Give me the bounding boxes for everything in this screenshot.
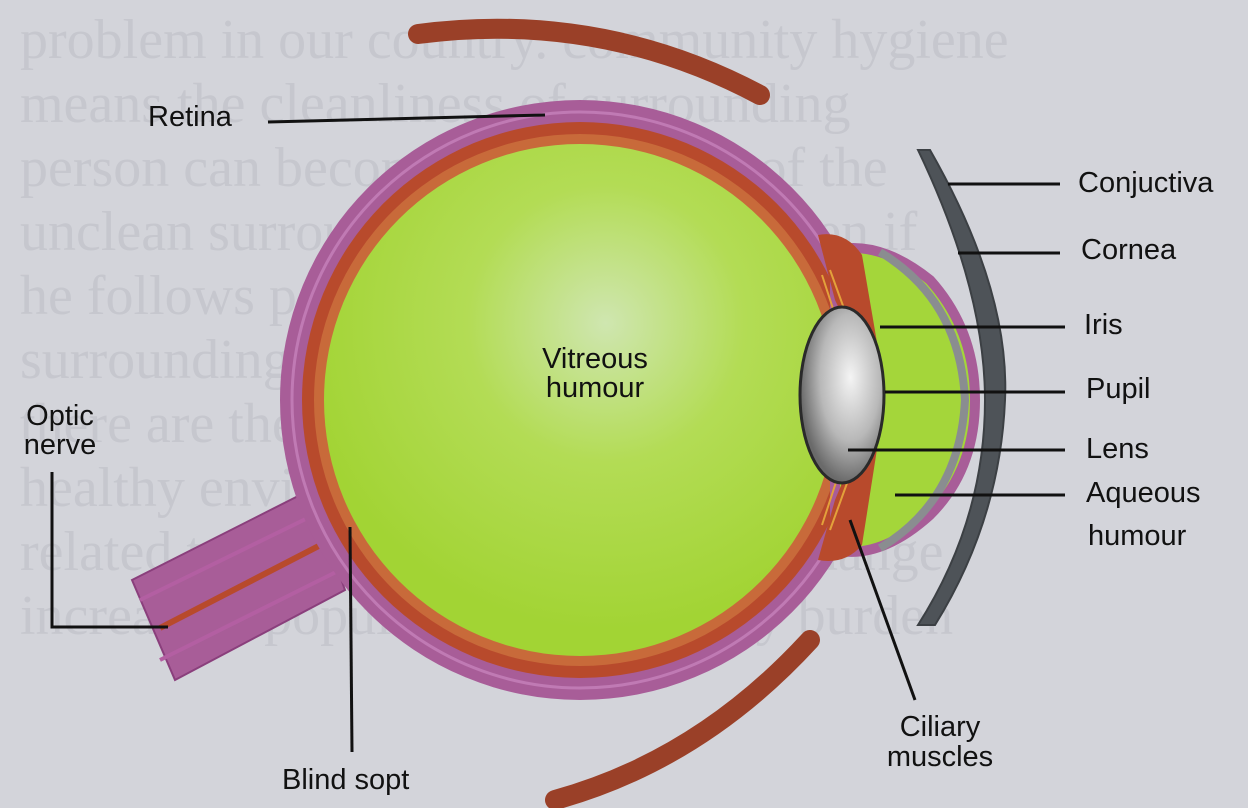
- label-pupil: Pupil: [1086, 374, 1151, 405]
- label-blind-spot: Blind sopt: [282, 765, 409, 796]
- label-retina: Retina: [148, 102, 232, 133]
- label-vitreous-line1: Vitreous: [520, 344, 670, 375]
- label-aqueous-line1: Aqueous: [1086, 478, 1201, 509]
- label-optic-line2: nerve: [10, 430, 110, 461]
- lens: [800, 307, 884, 483]
- label-ciliary-line1: Ciliary: [870, 712, 1010, 743]
- label-aqueous-line2: humour: [1088, 521, 1186, 552]
- label-lens: Lens: [1086, 434, 1149, 465]
- label-iris: Iris: [1084, 310, 1123, 341]
- label-optic-line1: Optic: [10, 401, 110, 432]
- label-vitreous-line2: humour: [520, 373, 670, 404]
- upper-eyelid: [418, 29, 760, 95]
- label-cornea: Cornea: [1081, 235, 1176, 266]
- label-conjunctiva: Conjuctiva: [1078, 168, 1213, 199]
- leader-blind-spot: [350, 527, 352, 752]
- label-ciliary-line2: muscles: [870, 742, 1010, 773]
